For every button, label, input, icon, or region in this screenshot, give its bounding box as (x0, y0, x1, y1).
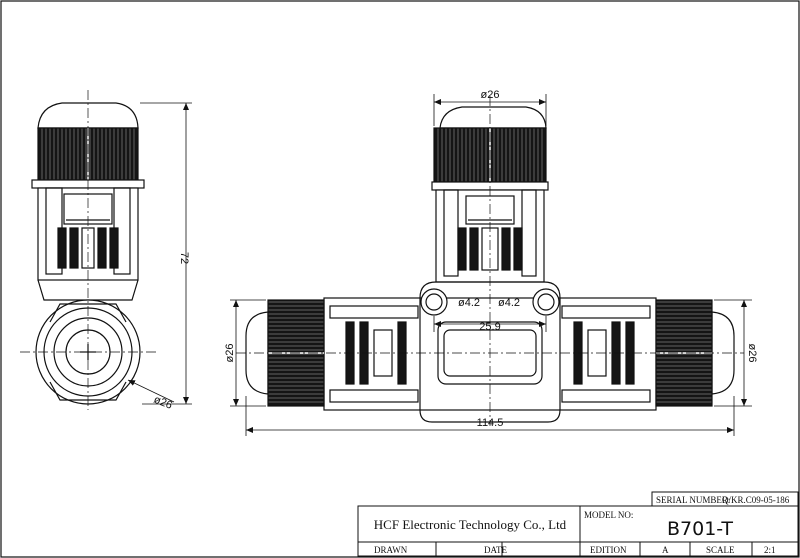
serial-value: Q/KR.C09-05-186 (722, 495, 790, 505)
label-hole-left: ø4.2 (458, 297, 480, 309)
serial-label: SERIAL NUMBER: (656, 495, 730, 505)
date-label: DATE (484, 545, 507, 555)
label-top-diameter: ø26 (481, 89, 500, 101)
edition-value: A (662, 545, 669, 555)
label-overall-length: 114.5 (477, 417, 504, 429)
model-label: MODEL NO: (584, 510, 633, 520)
label-side-height: 72 (178, 252, 190, 264)
label-side-diameter: ø26 (152, 394, 174, 412)
mount-hole-left (420, 288, 448, 316)
top-cap-dome (439, 106, 547, 129)
dim-side-diameter (127, 379, 175, 403)
dim-left-diameter (230, 299, 266, 407)
dim-right-diameter (714, 299, 752, 407)
label-left-diameter: ø26 (224, 344, 236, 363)
label-hole-spacing: 25.9 (479, 321, 500, 333)
drawn-label: DRAWN (374, 545, 408, 555)
label-right-diameter: ø26 (746, 344, 758, 363)
mount-hole-right (532, 288, 560, 316)
title-block (357, 491, 799, 557)
edition-label: EDITION (590, 545, 627, 555)
dim-hole-spacing (433, 316, 547, 332)
scale-value: 2:1 (764, 545, 776, 555)
dim-side-height (140, 102, 192, 405)
label-hole-right: ø4.2 (498, 297, 520, 309)
scale-label: SCALE (706, 545, 735, 555)
dim-top-diameter (433, 94, 547, 126)
dim-overall-length (245, 396, 735, 436)
company-name: HCF Electronic Technology Co., Ltd (374, 517, 567, 532)
model-value: B701-T (667, 518, 733, 540)
front-view (236, 96, 744, 426)
side-view (20, 90, 156, 410)
